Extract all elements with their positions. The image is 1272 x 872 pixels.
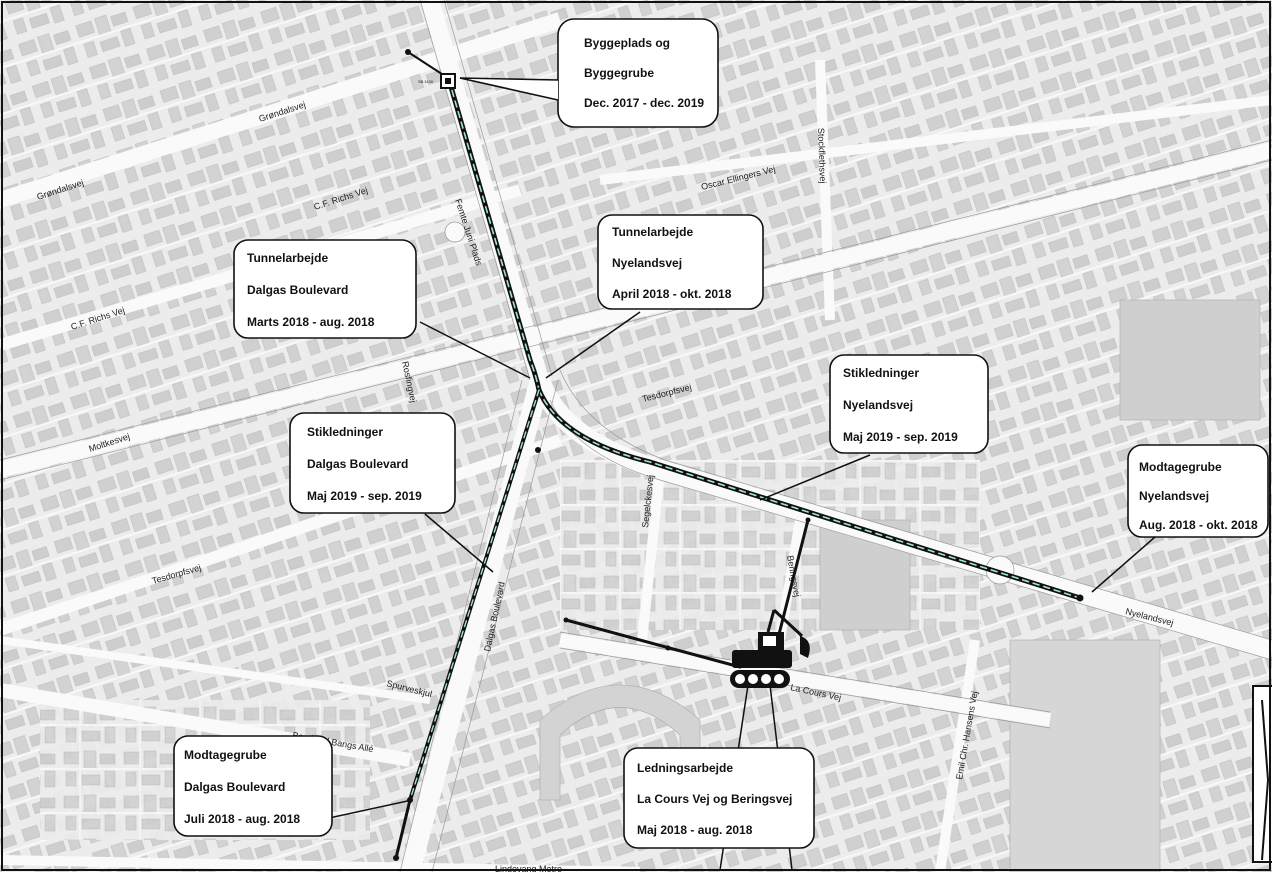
callout-modtage-dalgas-line3: Juli 2018 - aug. 2018 — [184, 812, 300, 826]
callout-stik-nyelandsvej[interactable]: Stikledninger Nyelandsvej Maj 2019 - sep… — [829, 354, 989, 454]
callout-stik-nyelandsvej-line3: Maj 2019 - sep. 2019 — [843, 430, 958, 444]
callout-ledning-line1: Ledningsarbejde — [637, 761, 733, 775]
route-node[interactable] — [393, 855, 399, 861]
callout-modtage-dalgas-line1: Modtagegrube — [184, 748, 267, 762]
callout-tunnel-nyelandsvej-line3: April 2018 - okt. 2018 — [612, 287, 732, 301]
construction-routes — [394, 51, 1083, 860]
station-reference: SB.1100 — [418, 79, 434, 84]
north-arrow-box — [1252, 685, 1272, 863]
callout-byggeplads-line3: Dec. 2017 - dec. 2019 — [584, 96, 704, 110]
callout-tunnel-nyelandsvej-line2: Nyelandsvej — [612, 256, 682, 270]
callout-stik-dalgas-line3: Maj 2019 - sep. 2019 — [307, 489, 422, 503]
shaft-icon[interactable] — [440, 73, 456, 89]
route-beringsvej[interactable] — [773, 518, 810, 652]
callout-ledning-line3: Maj 2018 - aug. 2018 — [637, 823, 753, 837]
street-label-lindevang-metro: Lindevang Metro — [495, 864, 562, 872]
callout-tunnel-dalgas-line1: Tunnelarbejde — [247, 251, 328, 265]
roundabout-2 — [444, 221, 466, 243]
route-nodes — [393, 49, 1084, 861]
route-dalgas-extension — [394, 798, 412, 860]
callout-tunnel-dalgas[interactable]: Tunnelarbejde Dalgas Boulevard Marts 201… — [233, 239, 417, 339]
callout-tunnel-dalgas-line2: Dalgas Boulevard — [247, 283, 348, 297]
large-building-2 — [1009, 639, 1161, 872]
callout-tunnel-dalgas-line3: Marts 2018 - aug. 2018 — [247, 315, 375, 329]
callout-stik-nyelandsvej-line2: Nyelandsvej — [843, 398, 913, 412]
callout-stik-dalgas-line1: Stikledninger — [307, 425, 383, 439]
callout-byggeplads-line1: Byggeplads og — [584, 36, 670, 50]
callout-modtage-nyelandsvej-line1: Modtagegrube — [1139, 460, 1222, 474]
callout-ledning-line2: La Cours Vej og Beringsvej — [637, 792, 792, 806]
street-label-stockflethsvej: Stockflethsvej — [816, 128, 828, 184]
route-node[interactable] — [1076, 594, 1084, 602]
callout-modtage-nyelandsvej-line3: Aug. 2018 - okt. 2018 — [1139, 518, 1258, 532]
route-la-cours-vej[interactable] — [564, 618, 742, 669]
callout-tunnel-nyelandsvej[interactable]: Tunnelarbejde Nyelandsvej April 2018 - o… — [597, 214, 764, 310]
route-node[interactable] — [405, 49, 411, 55]
callout-modtage-dalgas[interactable]: Modtagegrube Dalgas Boulevard Juli 2018 … — [173, 735, 333, 837]
route-node[interactable] — [665, 645, 671, 651]
callout-stik-nyelandsvej-line1: Stikledninger — [843, 366, 919, 380]
callout-byggeplads[interactable]: Byggeplads og Byggegrube Dec. 2017 - dec… — [459, 18, 719, 128]
large-building-3 — [1119, 299, 1261, 421]
callout-modtage-nyelandsvej-line2: Nyelandsvej — [1139, 489, 1209, 503]
callout-modtage-nyelandsvej[interactable]: Modtagegrube Nyelandsvej Aug. 2018 - okt… — [1127, 444, 1269, 538]
callout-tunnel-nyelandsvej-line1: Tunnelarbejde — [612, 225, 693, 239]
route-node[interactable] — [805, 517, 811, 523]
callout-ledning[interactable]: Ledningsarbejde La Cours Vej og Beringsv… — [623, 747, 815, 849]
route-node[interactable] — [563, 617, 569, 623]
callout-modtage-dalgas-line2: Dalgas Boulevard — [184, 780, 285, 794]
excavator-icon[interactable] — [730, 608, 810, 688]
callout-byggeplads-line2: Byggegrube — [584, 66, 654, 80]
callout-stik-dalgas-line2: Dalgas Boulevard — [307, 457, 408, 471]
route-node[interactable] — [535, 447, 541, 453]
callout-stik-dalgas[interactable]: Stikledninger Dalgas Boulevard Maj 2019 … — [289, 412, 456, 514]
